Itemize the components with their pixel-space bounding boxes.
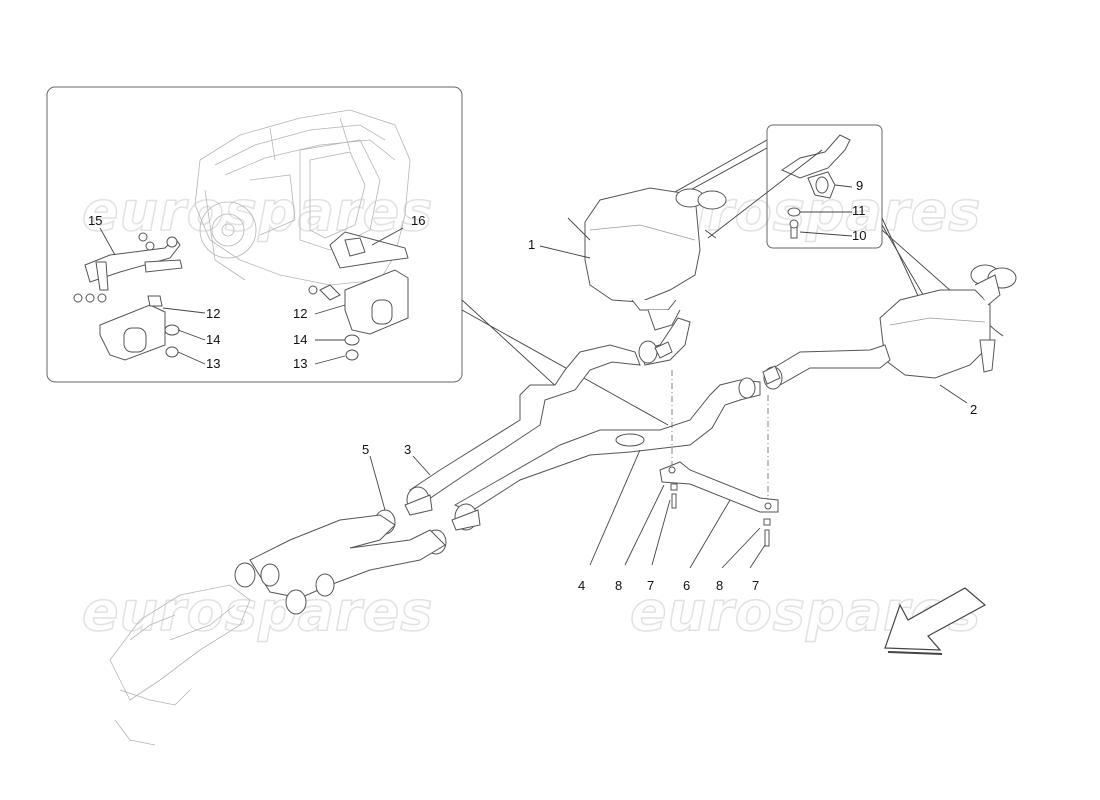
left-gearbox-mount	[73, 232, 183, 361]
callout-label: 8	[615, 578, 623, 593]
callout-label: 13	[293, 356, 308, 371]
callout-label: 13	[206, 356, 221, 371]
direction-arrow	[884, 587, 987, 655]
support-bracket	[659, 461, 779, 547]
hanger-inset-frame	[766, 124, 883, 249]
callout-label: 12	[206, 306, 221, 321]
callout-label: 5	[362, 442, 370, 457]
callout-label: 12	[293, 306, 308, 321]
right-gearbox-mount	[308, 231, 409, 361]
hanger-detail	[780, 134, 851, 239]
callout-label: 3	[404, 442, 412, 457]
callout-label: 1	[528, 237, 536, 252]
callout-label: 7	[647, 578, 655, 593]
catalytic-converter-outline	[109, 584, 251, 746]
callout-label: 8	[716, 578, 724, 593]
callout-leaders	[369, 245, 968, 569]
callout-label: 14	[293, 332, 308, 347]
callout-label: 2	[970, 402, 978, 417]
callout-label: 16	[411, 213, 426, 228]
callout-label: 11	[852, 203, 866, 218]
dash-dot-guides	[671, 370, 769, 500]
front-x-pipe	[234, 514, 446, 615]
rear-silencer-left	[567, 187, 727, 331]
callout-label: 9	[856, 178, 864, 193]
callout-label: 6	[683, 578, 691, 593]
rear-silencer-right	[879, 264, 1017, 379]
inset-pointer-lines	[461, 299, 669, 426]
callout-label: 14	[206, 332, 221, 347]
callout-label: 15	[88, 213, 103, 228]
callout-label: 10	[852, 228, 867, 243]
inset-leaders	[99, 227, 404, 365]
callout-label: 7	[752, 578, 760, 593]
callout-label: 4	[578, 578, 586, 593]
gearbox-inset-frame	[46, 86, 463, 383]
